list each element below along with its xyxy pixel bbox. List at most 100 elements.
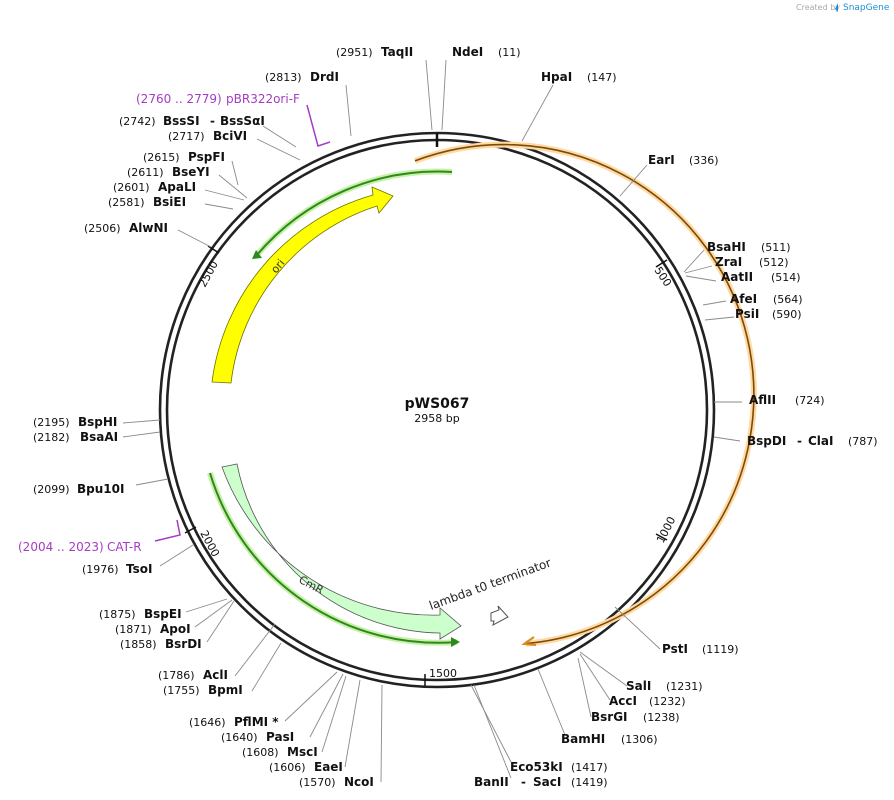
scale-label-2500: 2500	[196, 259, 221, 290]
site-separator: -	[521, 775, 526, 789]
site-bspdi: BspDI - ClaI (787)	[747, 434, 878, 448]
site-position: (2717)	[168, 130, 205, 143]
site-sali: SalI (1231)	[626, 679, 703, 693]
site-position: (1640)	[221, 731, 258, 744]
site-name: Eco53kI	[510, 760, 563, 774]
site-name: BspDI	[747, 434, 786, 448]
site-acci: AccI (1232)	[609, 694, 686, 708]
site-afei: AfeI (564)	[730, 292, 803, 306]
site-position: (1232)	[649, 695, 686, 708]
site-name: AatII	[721, 270, 753, 284]
cmr-orf-line	[207, 472, 460, 647]
site-position: (1238)	[643, 711, 680, 724]
primer-range: (2004 .. 2023)	[18, 540, 104, 554]
site-separator: -	[210, 114, 215, 128]
site-psii: PsiI (590)	[735, 307, 802, 321]
site-pasi: (1640) PasI	[221, 730, 294, 744]
site-pflmi: (1646) PflMI *	[189, 715, 279, 729]
site-name: TsoI	[126, 562, 152, 576]
site-position: (2099)	[33, 483, 70, 496]
site-pspfi: (2615) PspFI	[143, 150, 225, 164]
site-position: (2506)	[84, 222, 121, 235]
site-position: (1306)	[621, 733, 658, 746]
site-psti: PstI (1119)	[662, 642, 739, 656]
site-name: NcoI	[344, 775, 374, 789]
site-aflii: AflII (724)	[749, 393, 825, 407]
site-aatii: AatII (514)	[721, 270, 801, 284]
ori-orf-line	[252, 168, 453, 259]
site-position: (1755)	[163, 684, 200, 697]
site-name: MscI	[287, 745, 318, 759]
scale-tick-1000: 1000	[654, 515, 678, 546]
site-name: BsaAI	[80, 430, 118, 444]
site-eco53ki: Eco53kI (1417)	[510, 760, 608, 774]
site-position: (2195)	[33, 416, 70, 429]
site-apali: (2601) ApaLI	[113, 180, 196, 194]
site-name: BpmI	[208, 683, 243, 697]
site-bpmi: (1755) BpmI	[163, 683, 243, 697]
site-name: EarI	[648, 153, 675, 167]
site-tsoi: (1976) TsoI	[82, 562, 152, 576]
site-bcivi: (2717) BciVI	[168, 129, 247, 143]
scale-label-500: 500	[652, 264, 675, 289]
site-name: AflII	[749, 393, 776, 407]
site-name: BseYI	[172, 165, 210, 179]
site-position: (2615)	[143, 151, 180, 164]
primer-cat-r: (2004 .. 2023) CAT-R	[18, 519, 181, 554]
site-name: Bpu10I	[77, 482, 124, 496]
primer-name: CAT-R	[107, 540, 142, 554]
site-position: (1646)	[189, 716, 226, 729]
site-separator: -	[797, 434, 802, 448]
site-position: (2601)	[113, 181, 150, 194]
site-name: ZraI	[715, 255, 742, 269]
site-zrai: ZraI (512)	[715, 255, 789, 269]
site-bsrgi: BsrGI (1238)	[591, 710, 680, 724]
site-name: HpaI	[541, 70, 572, 84]
site-banii: BanII - SacI (1419)	[474, 775, 608, 789]
site-position: (1858)	[120, 638, 157, 651]
site-name: PsiI	[735, 307, 759, 321]
site-position: (2951)	[336, 46, 373, 59]
plasmid-name: pWS067	[405, 396, 470, 412]
site-name-2: ClaI	[808, 434, 833, 448]
site-position: (1419)	[571, 776, 608, 789]
site-position: (1570)	[299, 776, 336, 789]
site-name: PflMI *	[234, 715, 279, 729]
lambda-t0-terminator-label: lambda t0 terminator	[427, 556, 553, 613]
site-name: BanII	[474, 775, 509, 789]
site-bsiei: (2581) BsiEI	[108, 195, 186, 209]
scale-label-1000: 1000	[654, 515, 678, 546]
site-bspei: (1875) BspEI	[99, 607, 182, 621]
site-eaei: (1606) EaeI	[269, 760, 343, 774]
site-position: (512)	[759, 256, 789, 269]
site-hpai: HpaI (147)	[541, 70, 617, 84]
site-bsphi: (2195) BspHI	[33, 415, 117, 429]
site-eari: EarI (336)	[648, 153, 719, 167]
site-name: BsrDI	[165, 637, 202, 651]
orange-feature-arc	[413, 141, 757, 647]
primer-name: pBR322ori-F	[226, 92, 300, 106]
site-apoi: (1871) ApoI	[115, 622, 191, 636]
site-name: EaeI	[314, 760, 343, 774]
site-name: AlwNI	[129, 221, 168, 235]
site-position: (2182)	[33, 431, 70, 444]
site-bsrdi: (1858) BsrDI	[120, 637, 202, 651]
site-name: AccI	[609, 694, 637, 708]
site-bamhi: BamHI (1306)	[561, 732, 658, 746]
site-position: (511)	[761, 241, 791, 254]
plasmid-length: 2958 bp	[414, 412, 459, 425]
site-name-2: SacI	[533, 775, 561, 789]
site-name: SalI	[626, 679, 651, 693]
scale-label-1500: 1500	[429, 667, 457, 680]
site-position: (2581)	[108, 196, 145, 209]
site-bseyi: (2611) BseYI	[127, 165, 210, 179]
site-bpu10i: (2099) Bpu10I	[33, 482, 124, 496]
site-name: DrdI	[310, 70, 339, 84]
site-position: (2813)	[265, 71, 302, 84]
leader-lines	[122, 59, 742, 783]
site-name: PspFI	[188, 150, 225, 164]
site-position: (724)	[795, 394, 825, 407]
site-position: (147)	[587, 71, 617, 84]
site-name: BamHI	[561, 732, 605, 746]
